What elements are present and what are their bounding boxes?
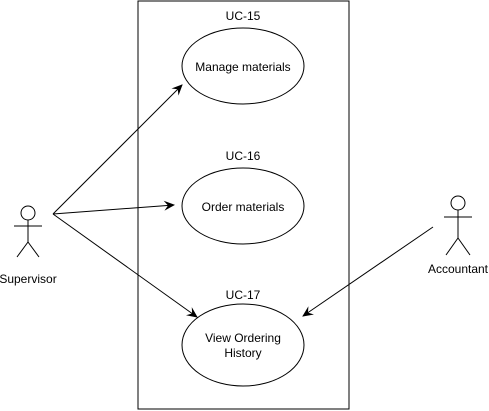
use-case-uc16[interactable]: UC-16 Order materials (181, 149, 305, 245)
use-case-ellipse (181, 167, 305, 245)
use-case-label-line-1: View Ordering (205, 331, 281, 345)
use-case-uc17[interactable]: UC-17 View Ordering History (181, 288, 305, 387)
association-supervisor-uc16 (52, 200, 175, 215)
use-case-ellipse (181, 303, 305, 387)
actor-head (450, 195, 466, 211)
actor-head (20, 205, 36, 221)
use-case-id: UC-15 (226, 9, 261, 23)
actor-label-supervisor: Supervisor (0, 272, 57, 286)
use-case-id: UC-17 (226, 288, 261, 302)
actor-right-leg (457, 237, 471, 256)
association-accountant-uc17 (302, 226, 434, 317)
use-case-id: UC-16 (226, 149, 261, 163)
actor-label-accountant: Accountant (428, 262, 489, 276)
actor-left-leg (445, 237, 459, 256)
actor-left-leg (16, 241, 29, 258)
use-case-uc15[interactable]: UC-15 Manage materials (181, 9, 305, 105)
actor-supervisor[interactable] (14, 205, 42, 258)
use-case-label: Order materials (202, 200, 285, 214)
actor-accountant[interactable] (444, 195, 472, 256)
actor-right-leg (27, 241, 40, 258)
association-supervisor-uc15 (52, 84, 183, 215)
use-case-label: Manage materials (195, 60, 290, 74)
association-supervisor-uc17 (52, 213, 198, 318)
use-case-label-line-2: History (224, 346, 261, 360)
use-case-ellipse (181, 27, 305, 105)
